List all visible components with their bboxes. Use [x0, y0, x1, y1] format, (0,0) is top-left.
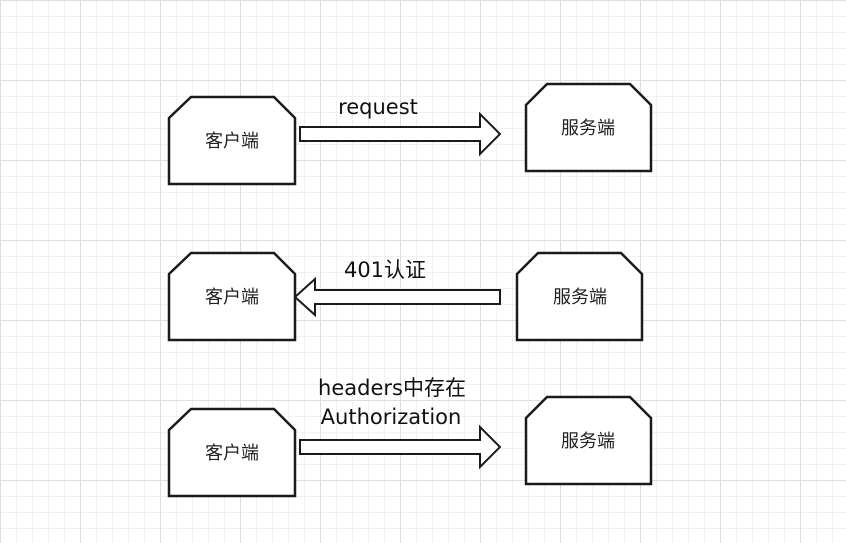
authorized-request-label-line2: Authorization — [321, 405, 462, 429]
client-node-shape[interactable] — [167, 407, 297, 498]
server-node-label: 服务端 — [561, 431, 615, 452]
client-node-label: 客户端 — [205, 131, 259, 152]
authorized-request-arrow — [299, 424, 502, 470]
auth-challenge-arrow — [293, 276, 501, 318]
row-auth-challenge: 客户端 服务端 401认证 — [167, 251, 644, 342]
client-node-shape[interactable] — [167, 251, 297, 342]
auth-challenge-label: 401认证 — [344, 258, 426, 282]
server-node-shape[interactable] — [524, 82, 653, 173]
row-request: 客户端 服务端 request — [167, 82, 653, 186]
authorized-request-label-line1: headers中存在 — [318, 376, 466, 400]
server-node-shape[interactable] — [515, 251, 644, 342]
request-arrow — [299, 111, 502, 157]
client-node-shape[interactable] — [167, 95, 297, 186]
client-node-label: 客户端 — [205, 443, 259, 464]
row-authorized-request: 客户端 服务端 headers中存在 Authorization — [167, 376, 653, 498]
request-label: request — [338, 95, 418, 119]
server-node-label: 服务端 — [561, 118, 615, 139]
client-node-label: 客户端 — [205, 287, 259, 308]
server-node-shape[interactable] — [524, 395, 653, 486]
server-node-label: 服务端 — [553, 287, 607, 308]
